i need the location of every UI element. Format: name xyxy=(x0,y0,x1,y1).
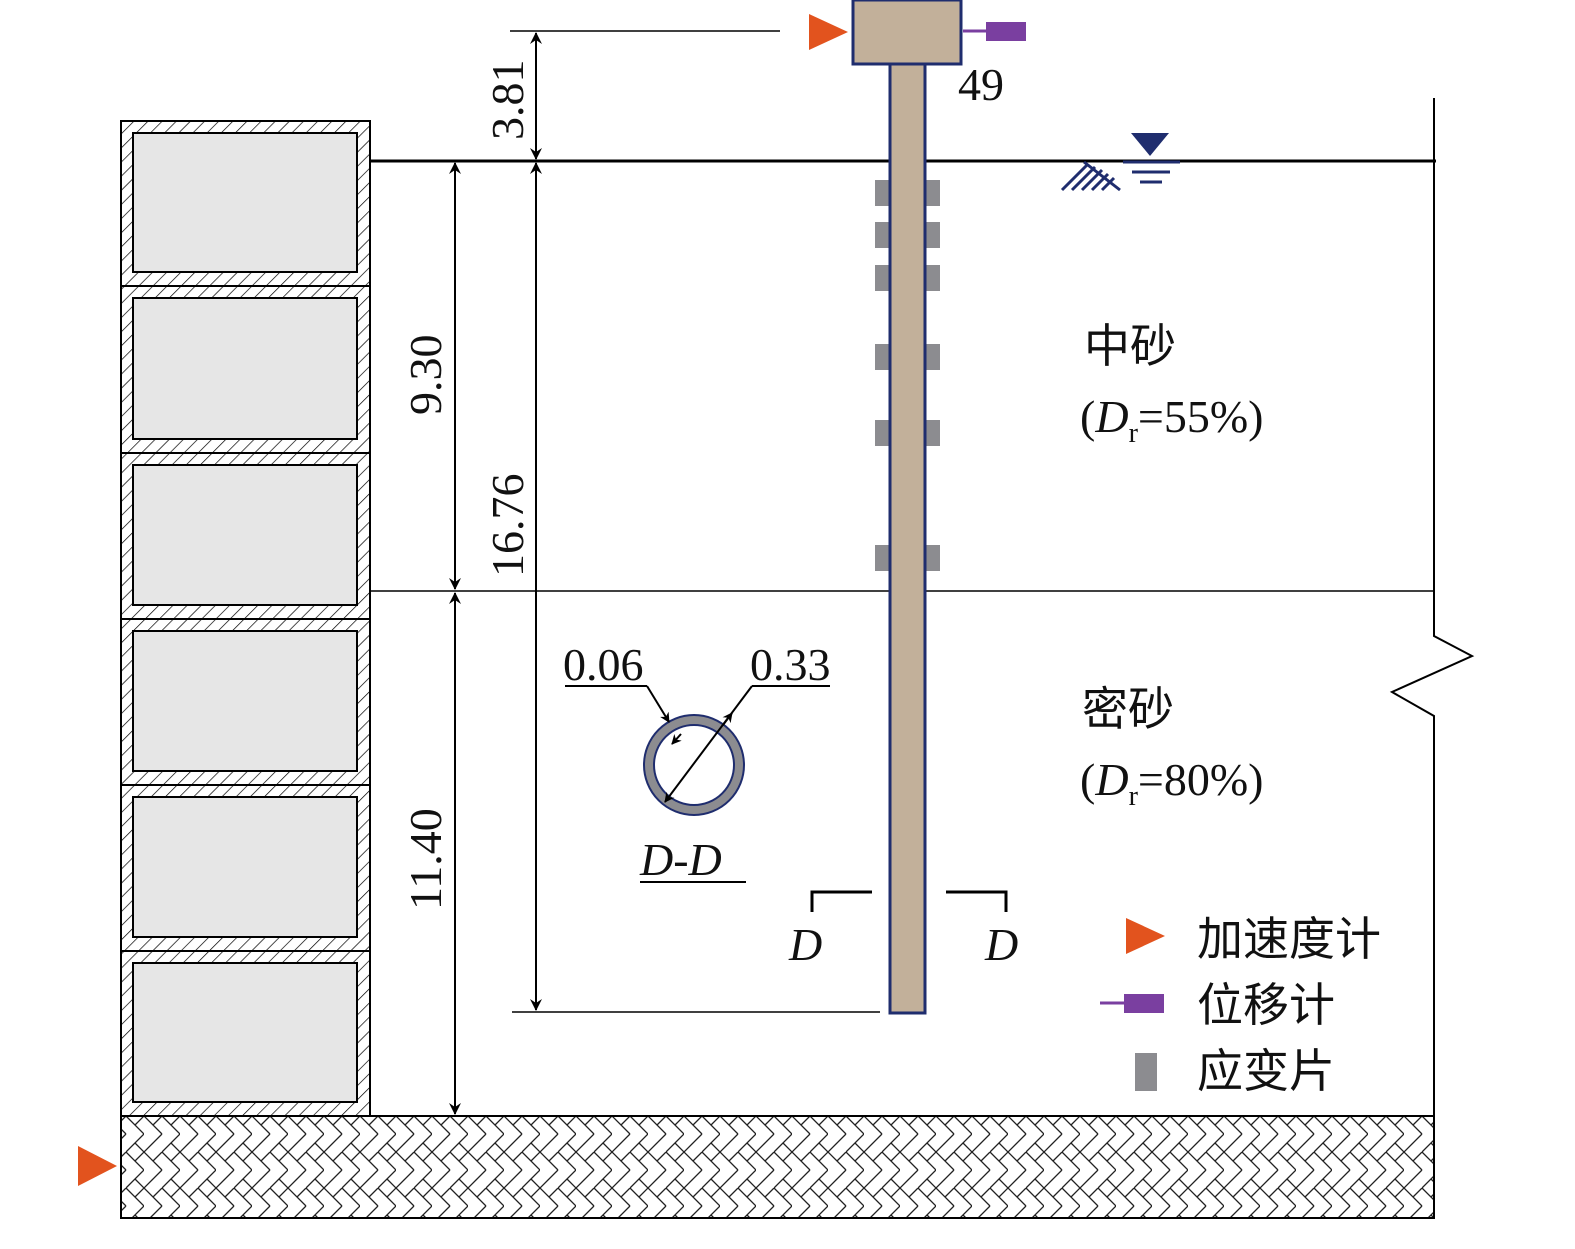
legend-displacement-label: 位移计 xyxy=(1197,978,1335,1032)
accelerometer-icon xyxy=(809,14,848,50)
legend-displacement-icon xyxy=(1100,994,1164,1013)
diameter-label: 0.33 xyxy=(750,639,831,690)
legend-accelerometer-label: 加速度计 xyxy=(1197,912,1381,966)
dim-label-11-40: 11.40 xyxy=(400,808,451,910)
dim-label-9-30: 9.30 xyxy=(400,335,451,416)
section-cut-right-label: D xyxy=(984,919,1018,970)
laminar-ring xyxy=(120,618,371,786)
base-accelerometer-icon xyxy=(78,1146,117,1186)
section-cut-left-label: D xyxy=(788,919,822,970)
water-table-icon xyxy=(1060,133,1180,192)
dim-label-3-81: 3.81 xyxy=(482,60,533,141)
pile-head-mass xyxy=(851,0,963,66)
right-boundary xyxy=(1389,98,1475,1218)
dense-sand-density: (Dr=80%) xyxy=(1080,754,1263,812)
head-mass-label: 49 xyxy=(958,59,1004,110)
pile xyxy=(888,60,927,1015)
displacement-sensor-icon xyxy=(963,22,1026,41)
section-cut-right xyxy=(946,890,1008,912)
laminar-ring xyxy=(120,285,371,454)
laminar-ring xyxy=(120,120,371,287)
base-plate xyxy=(120,1115,1435,1219)
legend-strain-gauge-label: 应变片 xyxy=(1197,1044,1335,1098)
legend-accelerometer-icon xyxy=(1126,918,1165,954)
legend: 加速度计 位移计 应变片 xyxy=(1100,912,1381,1098)
medium-sand-density: (Dr=55%) xyxy=(1080,391,1263,449)
laminar-ring xyxy=(120,784,371,952)
pile-cross-section xyxy=(565,685,830,816)
section-cut-left xyxy=(810,890,872,912)
wall-thickness-label: 0.06 xyxy=(563,639,644,690)
laminar-ring xyxy=(120,950,371,1117)
laminar-box xyxy=(120,120,371,1117)
laminar-ring xyxy=(120,452,371,620)
medium-sand-label: 中砂 xyxy=(1084,319,1176,373)
dim-label-16-76: 16.76 xyxy=(482,474,533,578)
dense-sand-label: 密砂 xyxy=(1082,682,1174,736)
section-label: D-D xyxy=(639,834,722,885)
legend-strain-gauge-icon xyxy=(1135,1053,1157,1091)
